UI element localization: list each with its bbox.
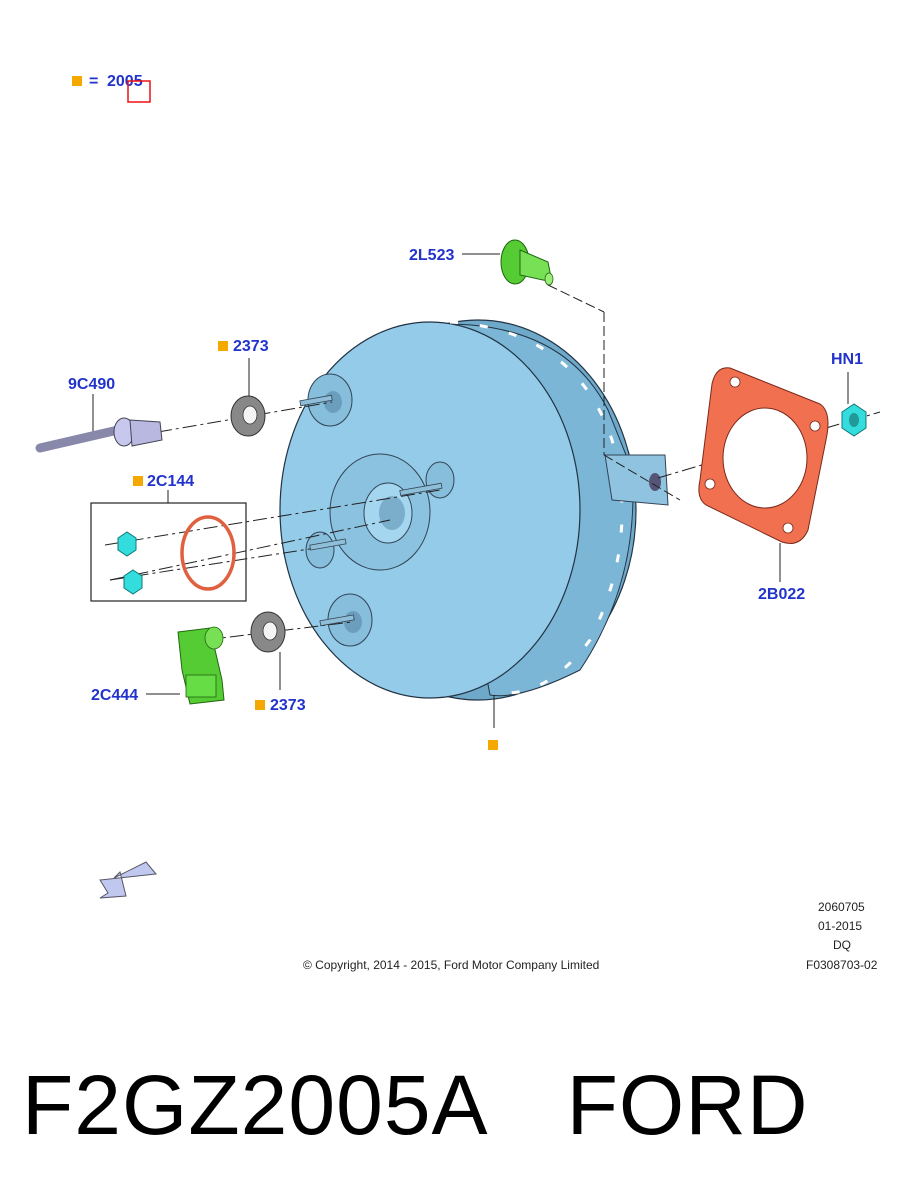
part-2373-washer-bottom	[250, 611, 286, 653]
callout-9C490: 9C490	[68, 376, 115, 393]
mounting-studs	[299, 394, 443, 627]
callout-HN1: HN1	[831, 351, 863, 368]
part-2C144-kit	[117, 515, 236, 595]
callout-2373-bottom: 2373	[270, 697, 306, 714]
part-2B022-gasket	[698, 367, 829, 544]
part-number: F2GZ2005A	[22, 1057, 489, 1152]
footer-figure: F0308703-02	[806, 958, 878, 972]
legend-ref: 2005	[107, 73, 143, 90]
callout-2L523: 2L523	[409, 247, 454, 264]
marker-booster	[488, 740, 498, 750]
direction-arrow-icon	[99, 861, 157, 899]
part-HN1-nut	[841, 403, 867, 437]
footer-suffix: DQ	[833, 938, 851, 952]
callout-2B022: 2B022	[758, 586, 805, 603]
marker-2373-bottom	[255, 700, 265, 710]
highlight-box	[127, 80, 151, 103]
parts-diagram: = 2005	[35, 73, 881, 972]
part-2C444-valve	[177, 626, 225, 705]
callout-2373-top: 2373	[233, 338, 269, 355]
callout-2C444: 2C444	[91, 687, 138, 704]
footer-code: 2060705	[818, 900, 865, 914]
marker-2C144	[133, 476, 143, 486]
brand-name: FORD	[566, 1057, 809, 1152]
callout-2C144: 2C144	[147, 473, 194, 490]
part-9C490-hose	[35, 417, 163, 453]
copyright: © Copyright, 2014 - 2015, Ford Motor Com…	[303, 958, 599, 972]
part-2L523-grommet	[500, 239, 554, 286]
part-2373-washer-top	[230, 395, 266, 437]
part-2C144-kit-box	[90, 502, 247, 602]
legend-equals: =	[89, 73, 98, 90]
bottom-caption: F2GZ2005A FORD	[22, 1050, 809, 1160]
brake-booster	[279, 319, 669, 701]
marker-2373-top	[218, 341, 228, 351]
footer-date: 01-2015	[818, 919, 862, 933]
legend-marker	[72, 76, 82, 86]
